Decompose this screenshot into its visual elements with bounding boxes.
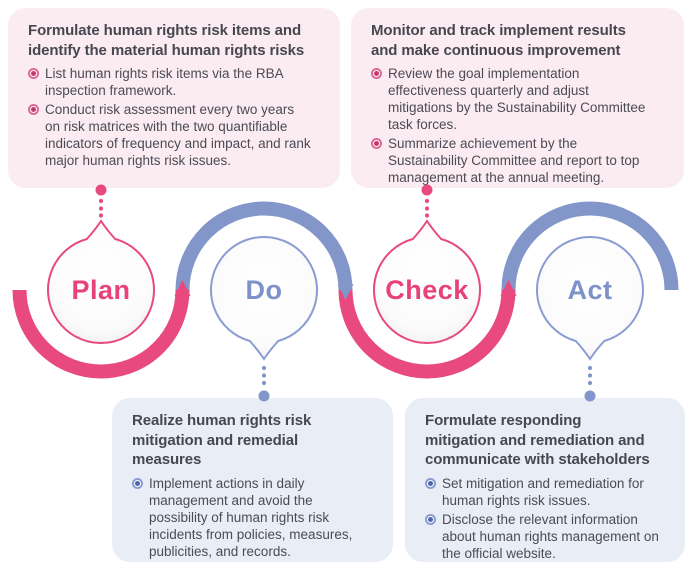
list-item-text: Conduct risk assessment every two years … bbox=[45, 102, 311, 168]
list-item: Set mitigation and remediation for human… bbox=[425, 475, 677, 509]
list-item-text: Set mitigation and remediation for human… bbox=[442, 475, 644, 508]
do-card-title: Realize human rights risk mitigation and… bbox=[132, 412, 312, 468]
act-card: Formulate responding mitigation and reme… bbox=[405, 398, 685, 562]
check-connector-dots bbox=[421, 184, 433, 218]
plan-connector-dots bbox=[95, 184, 107, 218]
plan-card: Formulate human rights risk items and id… bbox=[8, 8, 340, 188]
arrow-check-to-act-icon bbox=[500, 280, 517, 296]
list-item: Review the goal implementation effective… bbox=[371, 65, 676, 133]
do-step-label: Do bbox=[245, 275, 283, 305]
check-card-title: Monitor and track implement results and … bbox=[371, 22, 626, 59]
arrow-plan-to-do-icon bbox=[174, 280, 191, 296]
list-item: Conduct risk assessment every two years … bbox=[28, 101, 332, 169]
list-item-text: Implement actions in daily management an… bbox=[149, 475, 353, 559]
list-item: Summarize achievement by the Sustainabil… bbox=[371, 135, 676, 186]
list-item-text: Summarize achievement by the Sustainabil… bbox=[388, 136, 640, 185]
bullet-icon bbox=[28, 68, 39, 79]
list-item: List human rights risk items via the RBA… bbox=[28, 65, 332, 99]
do-connector-dots bbox=[258, 365, 270, 402]
list-item-text: List human rights risk items via the RBA… bbox=[45, 66, 284, 98]
bullet-icon bbox=[132, 477, 143, 489]
act-step-label: Act bbox=[567, 275, 613, 305]
list-item-text: Review the goal implementation effective… bbox=[388, 66, 646, 132]
bullet-icon bbox=[425, 477, 436, 489]
plan-step-label: Plan bbox=[71, 275, 131, 305]
bullet-icon bbox=[371, 138, 382, 149]
list-item: Disclose the relevant information about … bbox=[425, 511, 677, 562]
do-card: Realize human rights risk mitigation and… bbox=[112, 398, 393, 562]
arrow-do-to-check-icon bbox=[337, 284, 354, 300]
list-item: Implement actions in daily management an… bbox=[132, 475, 385, 560]
check-card: Monitor and track implement results and … bbox=[351, 8, 684, 188]
bullet-icon bbox=[28, 104, 39, 115]
check-step-label: Check bbox=[385, 275, 469, 305]
act-card-title: Formulate responding mitigation and reme… bbox=[425, 412, 650, 468]
plan-card-title: Formulate human rights risk items and id… bbox=[28, 22, 305, 59]
bullet-icon bbox=[371, 68, 382, 79]
bullet-icon bbox=[425, 513, 436, 525]
act-connector-dots bbox=[584, 365, 596, 402]
list-item-text: Disclose the relevant information about … bbox=[442, 511, 659, 561]
